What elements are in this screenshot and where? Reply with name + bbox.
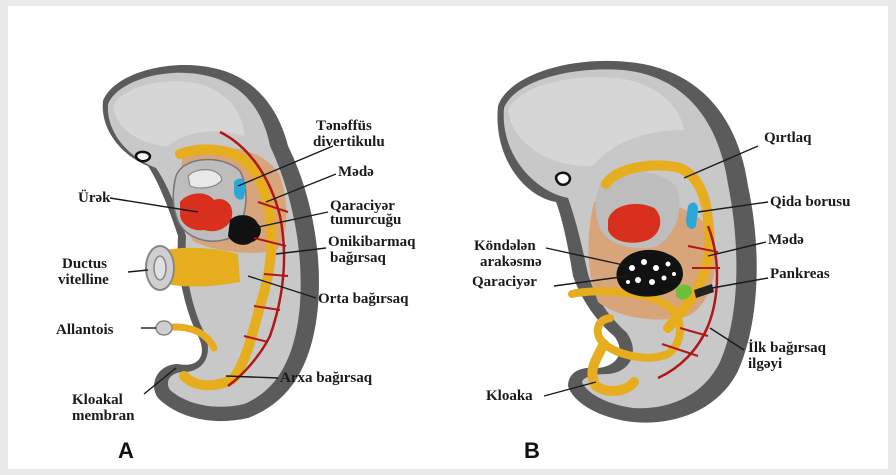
label-kloakal-2: membran bbox=[72, 408, 135, 424]
embryo-b-eye bbox=[556, 173, 570, 185]
panel-letter-b: B bbox=[524, 438, 540, 463]
embryo-a-yolk-ring-inner bbox=[154, 256, 166, 280]
embryo-diagram: Tənəffüs divertikulu Mədə Ürək Qaraciyər… bbox=[8, 6, 888, 469]
label-qaraciyar-a-2: tumurcuğu bbox=[330, 212, 401, 228]
label-ilk-1: İlk bağırsaq bbox=[748, 339, 827, 356]
label-kondalan-2: arakəsmə bbox=[480, 254, 542, 270]
label-ilk-2: ilgəyi bbox=[748, 356, 782, 372]
label-qida: Qida borusu bbox=[770, 194, 850, 210]
embryo-b bbox=[497, 61, 756, 423]
label-kondalan-1: Köndələn bbox=[474, 238, 536, 254]
label-kloaka: Kloaka bbox=[486, 388, 533, 404]
label-pankreas: Pankreas bbox=[770, 266, 830, 282]
label-urak: Ürək bbox=[78, 189, 111, 206]
embryo-a-allantois-tip bbox=[156, 321, 172, 335]
panel-letter-a: A bbox=[118, 438, 134, 463]
label-onikibarmaq-2: bağırsaq bbox=[330, 250, 387, 266]
embryo-a-diverticulum bbox=[234, 179, 246, 200]
figure-canvas: Tənəffüs divertikulu Mədə Ürək Qaraciyər… bbox=[8, 6, 888, 469]
embryo-a-eye bbox=[136, 152, 150, 161]
label-onikibarmaq-1: Onikibarmaq bbox=[328, 234, 416, 250]
label-orta: Orta bağırsaq bbox=[318, 291, 409, 307]
label-made-b: Mədə bbox=[768, 232, 804, 248]
label-qirtlaq: Qırtlaq bbox=[764, 130, 812, 146]
label-made-a: Mədə bbox=[338, 164, 374, 180]
embryo-a bbox=[103, 65, 319, 421]
label-qaraciyar-b: Qaraciyər bbox=[472, 274, 537, 290]
label-ductus-1: Ductus bbox=[62, 256, 107, 272]
label-tenaffus-1: Tənəffüs bbox=[316, 118, 372, 134]
label-ductus-2: vitelline bbox=[58, 272, 109, 288]
embryo-b-heart bbox=[608, 204, 660, 243]
label-kloakal-1: Kloakal bbox=[72, 392, 123, 408]
label-allantois: Allantois bbox=[56, 322, 114, 338]
label-tenaffus-2: divertikulu bbox=[313, 134, 385, 150]
label-arxa: Arxa bağırsaq bbox=[280, 370, 373, 386]
